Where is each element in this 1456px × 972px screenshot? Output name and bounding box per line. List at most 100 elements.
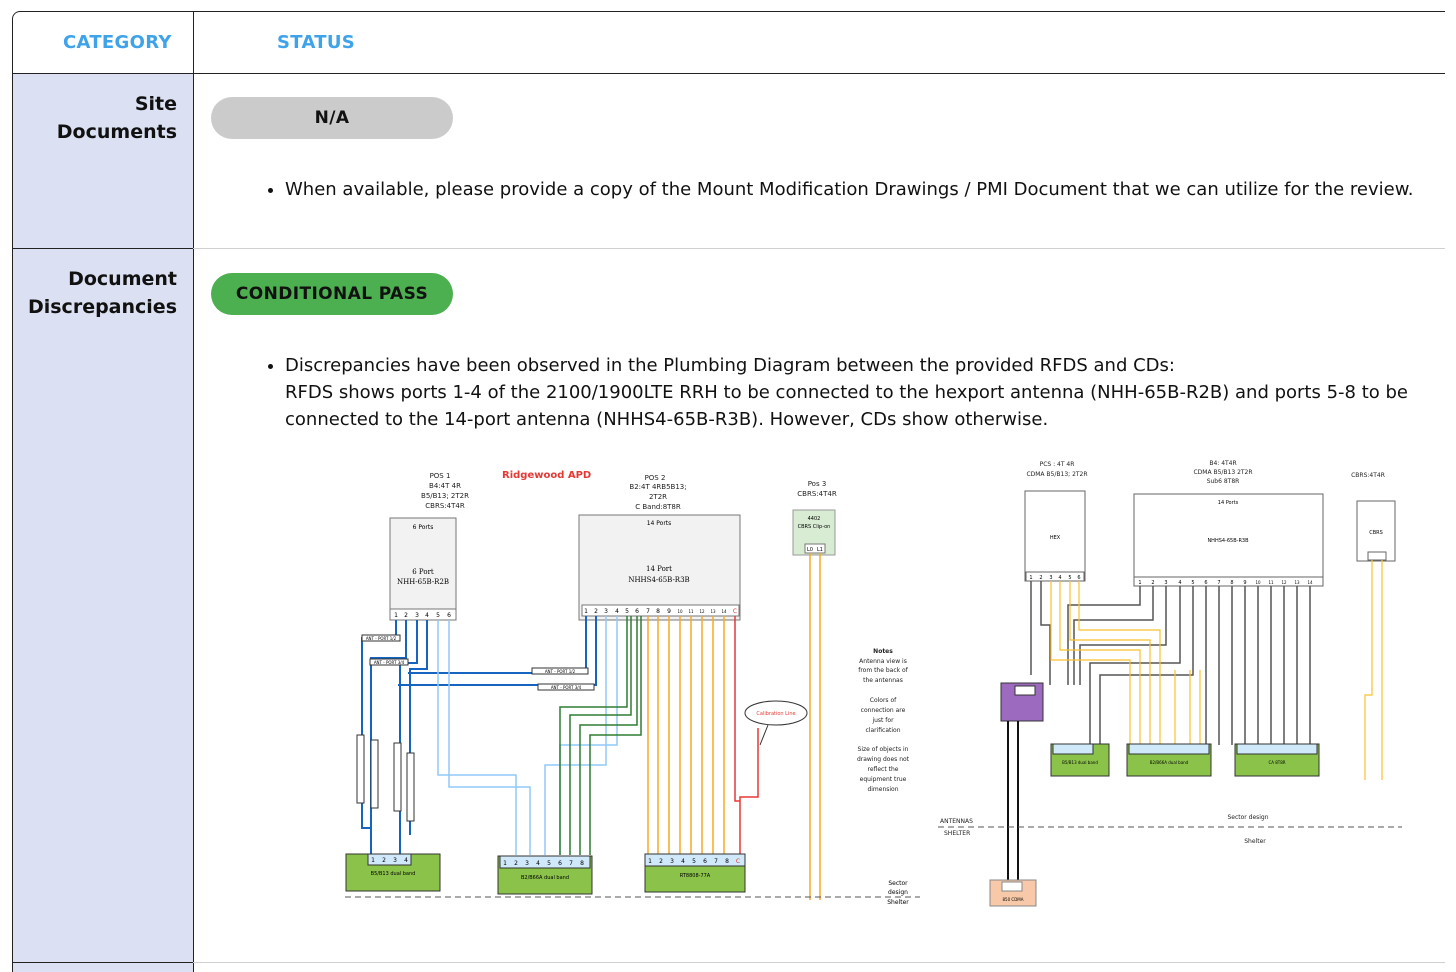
- svg-text:connection are: connection are: [861, 707, 906, 714]
- shelter-label: Shelter: [887, 899, 909, 906]
- svg-text:3: 3: [415, 612, 419, 619]
- pos3-label: CBRS:4T4R: [797, 490, 837, 498]
- antenna-label: 6 Port: [412, 568, 434, 576]
- row-divider-category: [13, 962, 193, 963]
- svg-text:equipment true: equipment true: [860, 776, 907, 783]
- svg-text:4: 4: [1178, 580, 1181, 586]
- svg-text:8: 8: [580, 860, 584, 867]
- cdma-label: 850 CDMA: [1003, 897, 1024, 902]
- pos1-label: CBRS:4T4R: [425, 502, 465, 510]
- svg-text:drawing does not: drawing does not: [857, 756, 910, 763]
- antenna-label: HEX: [1050, 535, 1061, 541]
- svg-text:2: 2: [1039, 575, 1042, 581]
- 14-port-antenna: [1133, 493, 1324, 579]
- antenna-port-count: 14 Ports: [1218, 500, 1239, 506]
- svg-text:5: 5: [625, 608, 629, 615]
- diagram-title: Ridgewood APD: [502, 470, 591, 481]
- antenna-label: NHHS4-65B-R3B: [628, 576, 689, 584]
- svg-text:6: 6: [1204, 580, 1207, 586]
- svg-text:just for: just for: [871, 717, 894, 724]
- svg-text:clarification: clarification: [865, 727, 900, 734]
- svg-text:1: 1: [371, 857, 375, 864]
- svg-text:7: 7: [714, 858, 718, 865]
- note-list: When available, please provide a copy of…: [245, 176, 1435, 203]
- note-list: Discrepancies have been observed in the …: [245, 352, 1435, 433]
- antenna-6-port: [389, 517, 457, 621]
- b4-label: Sub6 8T8R: [1207, 478, 1240, 485]
- svg-text:14: 14: [1307, 580, 1313, 585]
- pos2-label: B2:4T 4RB5B13;: [629, 483, 686, 491]
- svg-text:C: C: [733, 608, 737, 615]
- antenna-port-count: 6 Ports: [413, 524, 434, 531]
- pcs-label: CDMA B5/B13; 2T2R: [1026, 471, 1087, 478]
- header-status: STATUS: [277, 32, 356, 53]
- pos1-label: POS 1: [430, 472, 451, 480]
- svg-text:2: 2: [659, 858, 663, 865]
- rrh-right-b2-b66a: B2/B66A dual band: [1126, 743, 1212, 777]
- svg-text:2: 2: [382, 857, 386, 864]
- rrh-label: B2/B66A dual band: [1150, 760, 1189, 765]
- category-line: Site: [134, 93, 177, 115]
- svg-text:8: 8: [656, 608, 660, 615]
- svg-text:13: 13: [1294, 580, 1300, 585]
- svg-text:2: 2: [594, 608, 598, 615]
- svg-text:4: 4: [681, 858, 685, 865]
- cbrs-label: CBRS:4T4R: [1351, 472, 1385, 479]
- svg-text:4: 4: [615, 608, 619, 615]
- svg-text:3: 3: [604, 608, 608, 615]
- category-line: Documents: [56, 121, 177, 143]
- plumbing-diagram-rfds: Ridgewood APD POS 1 B4:4T 4R B5/B13; 2T2…: [345, 470, 920, 906]
- rrh-label: CA 8T8R: [1268, 760, 1285, 765]
- svg-text:8: 8: [725, 858, 729, 865]
- cbrs-port: L1: [817, 547, 823, 553]
- svg-text:1: 1: [648, 858, 652, 865]
- svg-text:11: 11: [688, 609, 694, 614]
- svg-text:11: 11: [1268, 580, 1274, 585]
- svg-text:Size of objects in: Size of objects in: [858, 746, 909, 753]
- jumper-label: ANT - PORT 3/4: [374, 660, 405, 665]
- svg-text:1: 1: [1138, 580, 1141, 586]
- rrh-label: RT8808-77A: [680, 873, 711, 879]
- status-badge-conditional-pass: CONDITIONAL PASS: [211, 273, 453, 315]
- rrh-right-ca: CA 8T8R: [1234, 743, 1320, 777]
- rrh-label: B5/B13 dual band: [371, 871, 416, 877]
- pcs-label: PCS : 4T 4R: [1040, 461, 1075, 468]
- table-header: CATEGORY STATUS: [13, 12, 1445, 74]
- svg-text:Notes: Notes: [873, 648, 893, 655]
- svg-text:14: 14: [721, 609, 727, 614]
- svg-text:7: 7: [646, 608, 650, 615]
- cbrs-port: L0: [807, 547, 813, 553]
- shelter-label: Shelter: [1244, 838, 1266, 845]
- svg-text:5: 5: [436, 612, 440, 619]
- jumper-label: ANT - PORT 1/2: [366, 636, 397, 641]
- cbrs-label: 4402: [808, 516, 821, 522]
- row-divider-category: [13, 248, 193, 249]
- sector-label: Sector: [888, 880, 908, 887]
- antenna-label: NHHS4-65B-R3B: [1207, 538, 1249, 544]
- cbrs-label: CBRS Clip-on: [798, 524, 831, 530]
- svg-text:4: 4: [404, 857, 408, 864]
- antenna2-ports: [581, 604, 740, 617]
- note-item: Discrepancies have been observed in the …: [285, 352, 1435, 433]
- note-text: Discrepancies have been observed in the …: [285, 355, 1175, 376]
- header-category-cell: [13, 12, 194, 73]
- svg-text:9: 9: [1243, 580, 1246, 586]
- svg-text:6: 6: [447, 612, 451, 619]
- svg-text:13: 13: [710, 609, 716, 614]
- rrh-right-b5-b13: B5/B13 dual band: [1050, 743, 1110, 777]
- svg-text:4: 4: [1058, 575, 1061, 581]
- svg-text:3: 3: [525, 860, 529, 867]
- category-column: [13, 74, 194, 972]
- b4-label: CDMA B5/B13 2T2R: [1193, 469, 1252, 476]
- row-divider: [13, 248, 1445, 249]
- category-line: Discrepancies: [27, 296, 177, 318]
- antenna-label: CBRS: [1369, 530, 1383, 536]
- antenna-14-port: [578, 514, 741, 621]
- note-item: When available, please provide a copy of…: [285, 176, 1435, 203]
- sector-label: design: [888, 889, 908, 896]
- row-category-document-discrepancies: Document Discrepancies: [13, 265, 177, 321]
- row-category-site-documents: Site Documents: [13, 90, 177, 146]
